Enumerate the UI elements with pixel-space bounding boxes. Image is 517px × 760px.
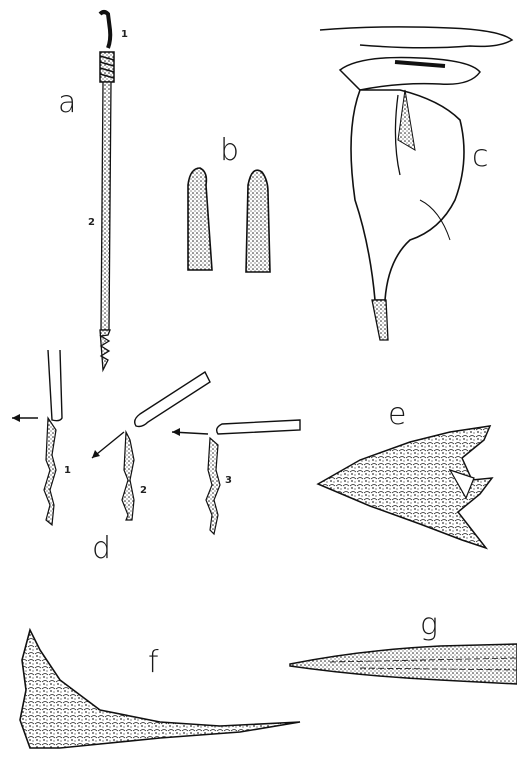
label-a: a bbox=[58, 88, 76, 118]
figure-b-tool-tips bbox=[188, 168, 270, 272]
figure-d-flaking-steps bbox=[12, 350, 300, 534]
figure-e-arrowhead bbox=[318, 426, 492, 548]
number-d-3: 3 bbox=[225, 476, 232, 486]
label-e: e bbox=[388, 400, 406, 430]
number-d-2: 2 bbox=[140, 486, 147, 496]
number-a-1: 1 bbox=[121, 30, 128, 40]
figure-a-flaking-tool bbox=[100, 12, 114, 370]
label-g: g bbox=[420, 610, 438, 640]
number-a-2: 2 bbox=[88, 218, 95, 228]
label-f: f bbox=[148, 648, 159, 678]
figure-c-hand-pressure-flaking bbox=[320, 27, 512, 340]
label-c: c bbox=[472, 142, 489, 172]
label-b: b bbox=[220, 136, 239, 166]
figure-g-polished-point bbox=[290, 644, 517, 684]
figure-f-flaked-point bbox=[20, 630, 300, 748]
number-d-1: 1 bbox=[64, 466, 71, 476]
label-d: d bbox=[92, 534, 111, 564]
